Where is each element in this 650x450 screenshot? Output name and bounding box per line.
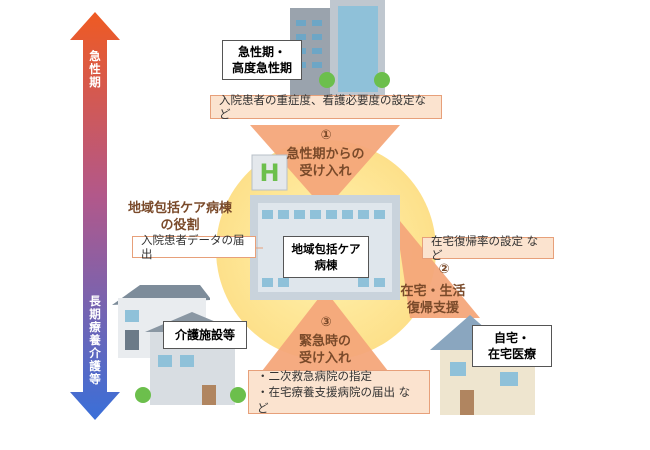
role-title: 地域包括ケア病棟 の役割 xyxy=(127,201,232,233)
flow2-number: ② xyxy=(438,262,450,277)
acute-period-label: 急性期 xyxy=(89,49,101,89)
acute-longterm-arrow xyxy=(70,12,120,420)
flow3-number: ③ xyxy=(320,315,332,330)
flow3-text: 緊急時の 受け入れ xyxy=(298,334,351,366)
right-funnel xyxy=(395,215,480,318)
flow1-text: 急性期からの 受け入れ xyxy=(286,147,365,179)
upper-funnel xyxy=(250,125,400,210)
home-return-note: 在宅復帰率の設定 など xyxy=(422,234,554,262)
long-term-care-label: 長期療養介護等 xyxy=(89,294,101,386)
flow2-text: 在宅・生活 復帰支援 xyxy=(400,284,466,316)
acute-hospital-building xyxy=(290,0,390,98)
hospital-h-sign: H xyxy=(259,159,280,187)
acute-note: 入院患者の重症度、看護必要度の設定など xyxy=(210,93,442,121)
flow1-number: ① xyxy=(320,128,332,143)
role-note: 入院患者データの届出 xyxy=(132,233,256,261)
acute-hospital-label: 急性期・ 高度急性期 xyxy=(222,40,302,80)
emergency-note: ・二次救急病院の指定 ・在宅療養支援病院の届出 など xyxy=(248,369,430,415)
home-medical-label: 自宅・ 在宅医療 xyxy=(472,325,552,367)
care-facility-label: 介護施設等 xyxy=(163,321,247,349)
community-care-ward-label: 地域包括ケア 病棟 xyxy=(283,236,369,278)
lower-funnel xyxy=(255,290,395,380)
